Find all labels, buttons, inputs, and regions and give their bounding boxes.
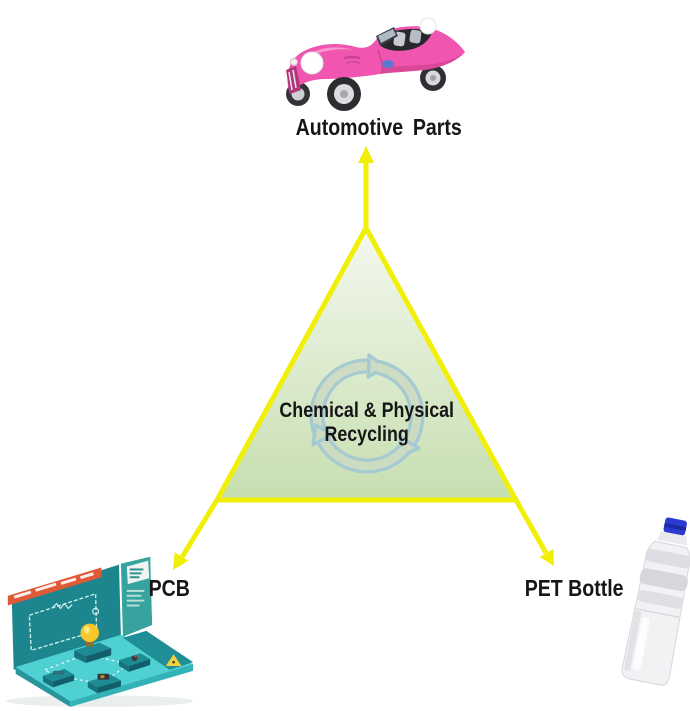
bottle-neck [657, 531, 687, 546]
kit-bulb-module [74, 623, 112, 664]
kit-banner [7, 567, 102, 606]
recycling-arrows-icon [309, 353, 425, 474]
pet-bottle-label: PET Bottle [494, 574, 654, 602]
center-label-line2: Recycling [324, 423, 409, 446]
car-headlight [290, 58, 298, 66]
kit-resistor-module [42, 668, 75, 688]
electronics-kit-illustration [5, 556, 194, 707]
center-recycling-label: Chemical & Physical Recycling [244, 399, 489, 447]
arrow-to-pet [513, 498, 554, 566]
pcb-label-text: PCB [148, 575, 190, 601]
pcb-label: PCB [99, 574, 239, 602]
car-roundel-front [300, 51, 324, 75]
automotive-parts-label-text: Automotive Parts [295, 114, 463, 140]
center-label-line1: Chemical & Physical [279, 399, 454, 422]
pet-bottle-label-text: PET Bottle [524, 575, 624, 601]
car-emblem [382, 60, 394, 68]
pink-toy-car-illustration [286, 17, 465, 111]
arrow-to-pcb [173, 498, 220, 570]
car-roundel-rear [419, 17, 437, 35]
automotive-parts-label: Automotive Parts [279, 114, 479, 140]
kit-switch-module [119, 653, 151, 672]
water-bottle-illustration [621, 517, 690, 686]
car-seat [409, 29, 422, 44]
kit-battery-module [87, 673, 121, 694]
kit-warning-triangle [165, 654, 182, 666]
arrow-to-automotive [358, 146, 374, 228]
